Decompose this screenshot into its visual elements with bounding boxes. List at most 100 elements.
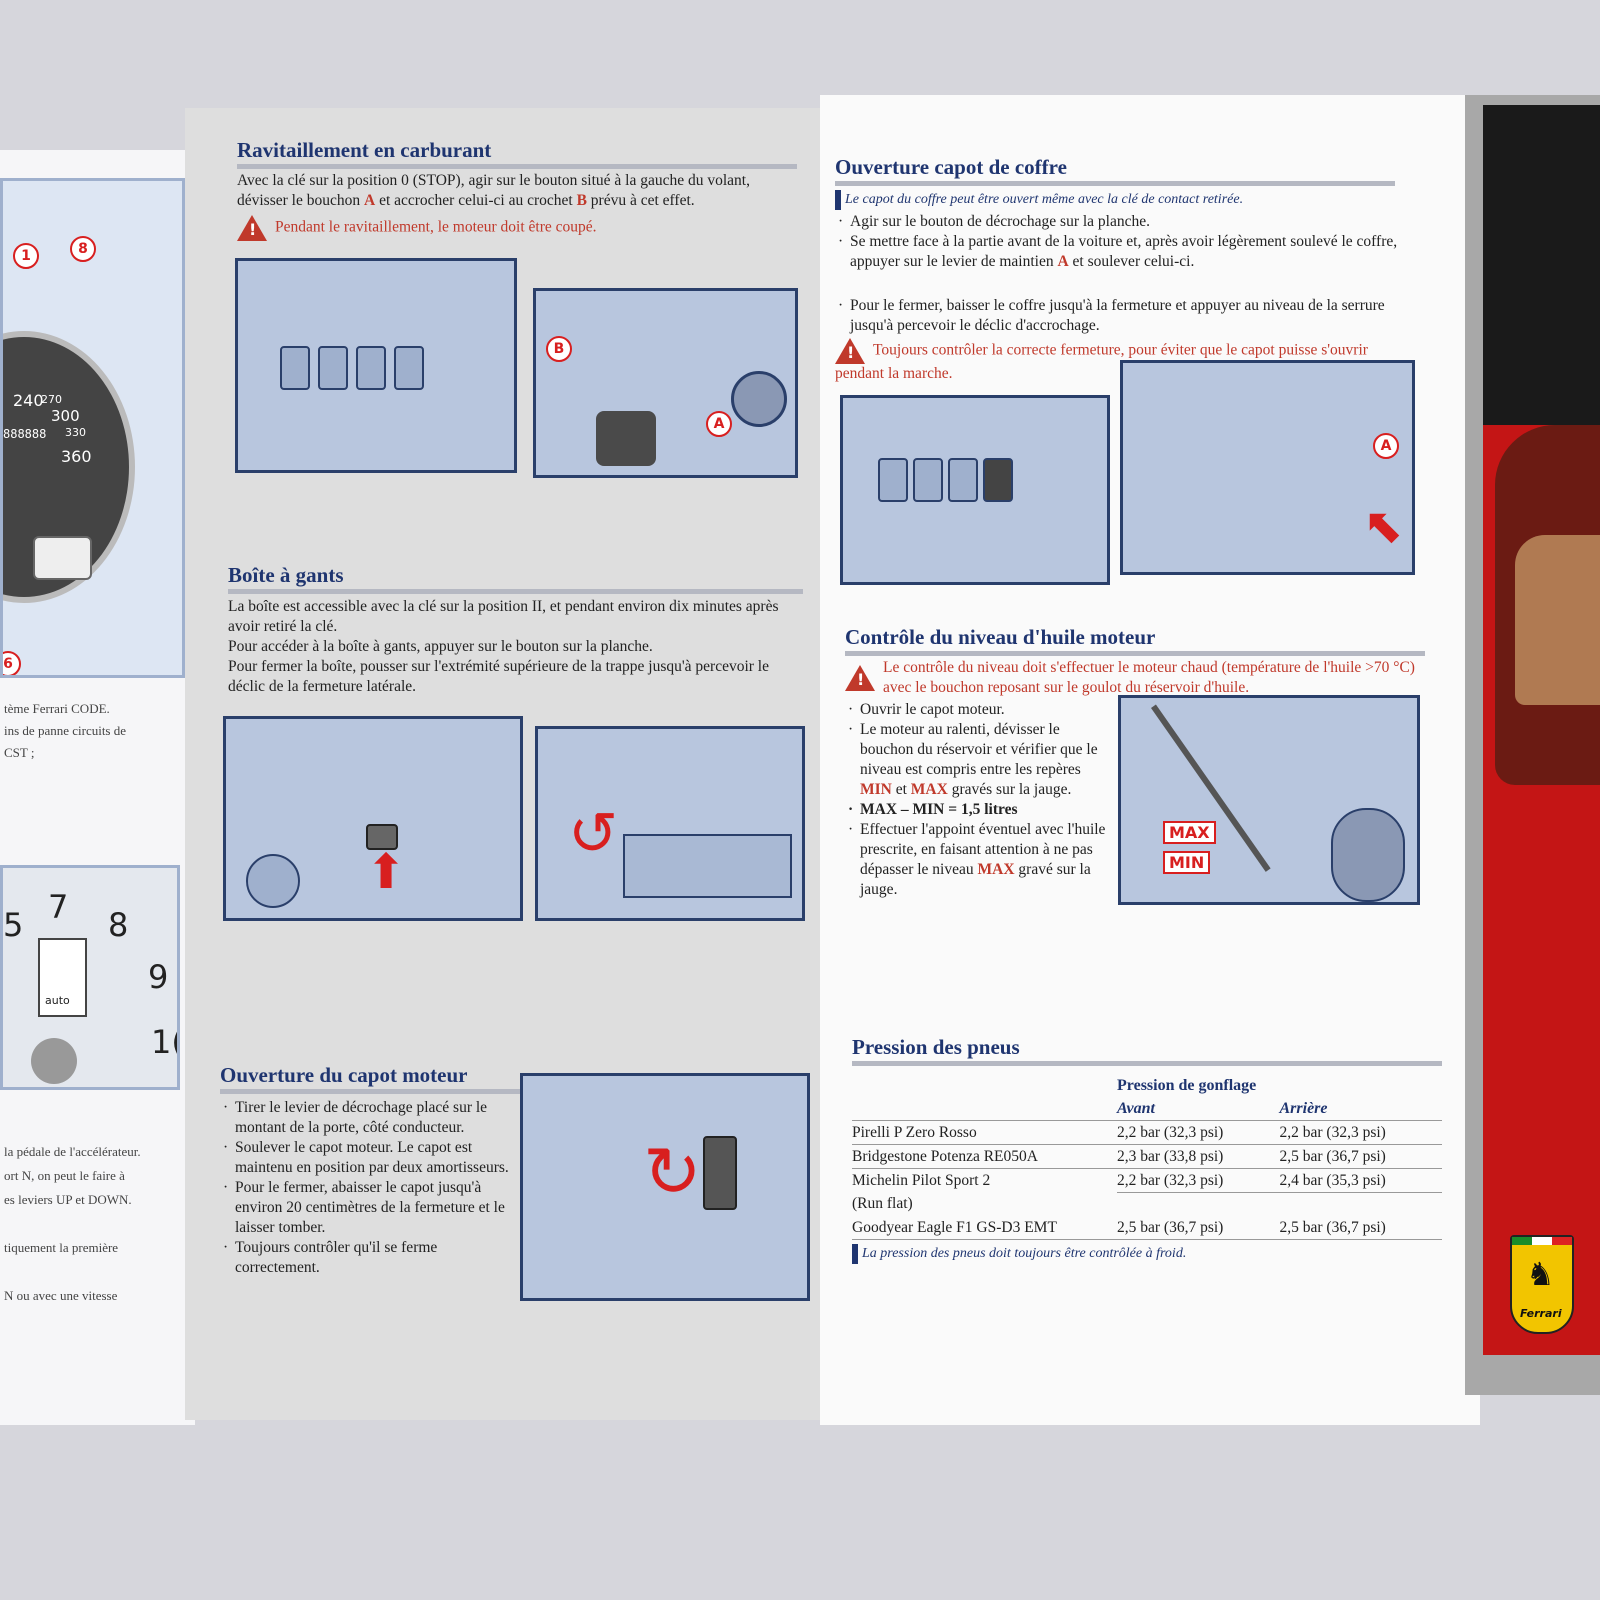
pull-arrow-icon: ↻ [643,1131,702,1213]
left-fragment-1: tème Ferrari CODE. [4,701,110,716]
trunk-warning: !Toujours contrôler la correcte fermetur… [835,338,1405,384]
oil-item-3: MAX – MIN = 1,5 litres [848,800,1110,820]
tachometer-illustration: 5 7 8 9 1( auto [0,865,180,1090]
trunk-item-2: Se mettre face à la partie avant de la v… [838,232,1405,272]
intake-tube [1331,808,1405,902]
left-text-block-1: tème Ferrari CODE. ins de panne circuits… [4,698,189,764]
table-header-row: Pression de gonflage [852,1074,1442,1097]
refuel-dashboard-illustration [235,258,517,473]
refuel-text: Avec la clé sur la position 0 (STOP), ag… [237,172,750,209]
speed-tick-300: 300 [51,407,80,425]
odometer-readout: 888888 [3,427,47,441]
push-arrow-icon: ⬉ [1363,498,1404,554]
right-panel: Ouverture capot de coffre Le capot du co… [820,95,1480,1425]
glovebox-tray [623,834,792,898]
callout-a: A [1373,433,1399,459]
trunk-item-1: Agir sur le bouton de décrochage sur la … [838,212,1405,232]
rear-header: Arrière [1279,1097,1442,1121]
engine-hood-item-4: Toujours contrôler qu'il se ferme correc… [223,1238,513,1278]
glovebox-text-1: La boîte est accessible avec la clé sur … [228,598,779,635]
prancing-horse-icon: ♞ [1526,1255,1555,1293]
glovebox-open-illustration: ↺ [535,726,805,921]
tacho-number-10: 1( [151,1023,177,1061]
glovebox-section: Boîte à gants La boîte est accessible av… [228,563,803,697]
tyres-title: Pression des pneus [852,1035,1442,1066]
glovebox-text-3: Pour fermer la boîte, pousser sur l'extr… [228,658,769,695]
tacho-number-5: 5 [3,906,24,944]
glovebox-button-illustration: ⬆ [223,716,523,921]
oil-list: Ouvrir le capot moteur. Le moteur au ral… [845,700,1110,900]
trunk-note: Le capot du coffre peut être ouvert même… [835,190,1405,210]
callout-b: B [546,336,572,362]
brand-wordmark: Ferrari [1520,1307,1562,1320]
left-text-block-2: la pédale de l'accélérateur. ort N, on p… [4,1140,189,1308]
table-subheader-row: Avant Arrière [852,1097,1442,1121]
dipstick [1151,704,1271,872]
engine-hood-item-1: Tirer le levier de décrochage placé sur … [223,1098,513,1138]
refuel-section: Ravitaillement en carburant Avec la clé … [237,138,797,241]
left-fragment-3: CST ; [4,745,35,760]
trunk-lever-illustration: A ⬉ [1120,360,1415,575]
gauge-illustration: 240 270 300 330 360 888888 1 8 6 [0,178,185,678]
dial-knob [246,854,300,908]
gear-mode-label: auto [45,994,70,1007]
push-arrow-icon: ⬆ [366,844,407,900]
trunk-dashboard-illustration [840,395,1110,585]
warning-icon: ! [237,215,267,241]
tacho-knob [31,1038,77,1084]
engine-hood-title: Ouverture du capot moteur [220,1063,810,1094]
gear-display [38,938,87,1017]
tyres-note: La pression des pneus doit toujours être… [852,1244,1452,1264]
trunk-section: Ouverture capot de coffre Le capot du co… [835,155,1405,384]
warning-icon: ! [835,338,865,364]
filler-neck [731,371,787,427]
oil-item-1: Ouvrir le capot moteur. [848,700,1110,720]
engine-hood-item-2: Soulever le capot moteur. Le capot est m… [223,1138,513,1178]
fuel-gauge-display [33,536,92,580]
ferrari-shield-logo: ♞ Ferrari [1510,1235,1574,1334]
oil-item-2: Le moteur au ralenti, dévisser le boucho… [848,720,1110,800]
callout-a: A [706,411,732,437]
front-header: Avant [1117,1097,1280,1121]
cover-photo-dark [1483,105,1600,425]
oil-title: Contrôle du niveau d'huile moteur [845,625,1425,656]
max-label: MAX [1163,821,1216,844]
left-panel: 240 270 300 330 360 888888 1 8 6 tème Fe… [0,150,195,1425]
min-label: MIN [1163,851,1211,874]
trunk-item-3: Pour le fermer, baisser le coffre jusqu'… [838,296,1405,336]
left-fragment-7: tiquement la première [4,1240,119,1255]
left-fragment-5: ort N, on peut le faire à [4,1168,125,1183]
curved-arrow-icon: ↺ [568,799,619,869]
glovebox-title: Boîte à gants [228,563,803,594]
left-fragment-8: N ou avec une vitesse [4,1288,118,1303]
oil-engine-illustration: MAX MIN [1118,695,1420,905]
cover-car-seat [1515,535,1600,705]
oil-section: Contrôle du niveau d'huile moteur !Le co… [845,625,1425,900]
speed-tick-330: 330 [65,426,86,439]
tacho-number-9: 9 [148,958,169,996]
speed-tick-270: 270 [41,393,62,406]
tyres-table: Pression de gonflage Avant Arrière Pirel… [852,1074,1442,1240]
cover-panel: ♞ Ferrari [1465,95,1600,1395]
engine-hood-section: Ouverture du capot moteur Tirer le levie… [220,1063,810,1278]
left-fragment-4: la pédale de l'accélérateur. [4,1144,141,1159]
engine-hood-lever-illustration: ↻ [520,1073,810,1301]
trunk-list: Agir sur le bouton de décrochage sur la … [835,212,1405,336]
tacho-number-7: 7 [48,888,69,926]
button-highlight [366,824,398,850]
left-fragment-6: es leviers UP et DOWN. [4,1192,132,1207]
engine-hood-list: Tirer le levier de décrochage placé sur … [220,1098,513,1278]
table-row: (Run flat) [852,1195,913,1213]
tacho-number-8: 8 [108,906,129,944]
callout-6: 6 [3,651,21,675]
speed-tick-360: 360 [61,447,92,466]
tyres-section: Pression des pneus Pression de gonflage … [852,1035,1452,1264]
refuel-cap-illustration: B A [533,288,798,478]
glovebox-text-2: Pour accéder à la boîte à gants, appuyer… [228,638,653,655]
trunk-title: Ouverture capot de coffre [835,155,1395,186]
callout-8: 8 [70,236,96,262]
warning-icon: ! [845,665,875,691]
